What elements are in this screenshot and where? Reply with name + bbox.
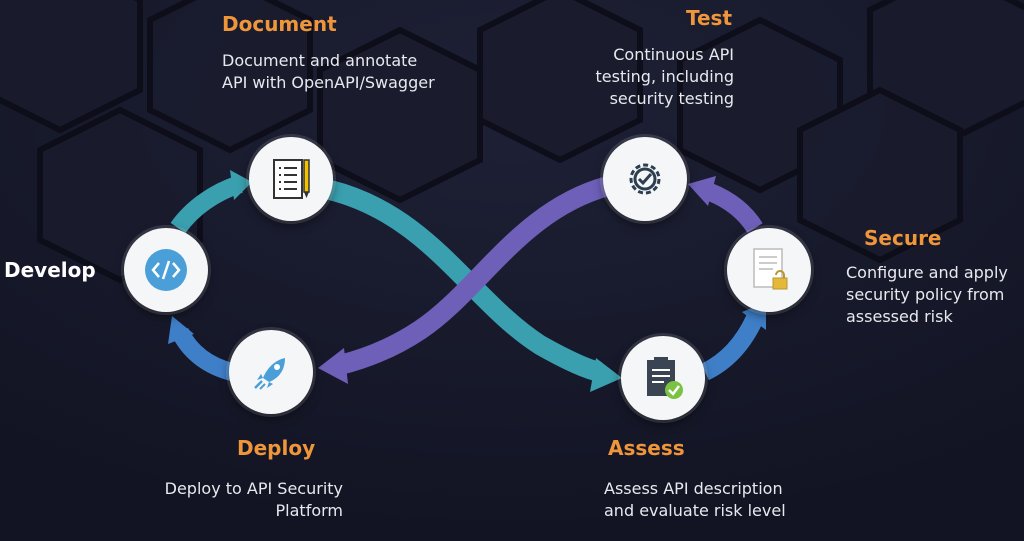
test-title: Test [686,6,733,30]
test-desc: Continuous API testing, including securi… [595,44,734,110]
deploy-title: Deploy [237,436,316,460]
deploy-desc-line: Deploy to API Security [164,479,343,498]
test-desc-line: security testing [609,89,734,108]
arrowhead-test [688,176,716,206]
develop-node [124,228,208,312]
test-node [603,137,687,221]
document-node [249,137,333,221]
document-checklist-icon [273,159,310,199]
develop-title: Develop [4,258,96,282]
secure-desc: Configure and apply security policy from… [846,262,1008,328]
assess-desc: Assess API description and evaluate risk… [604,478,786,522]
document-title: Document [222,12,337,36]
deploy-node [229,330,313,414]
arrow-develop-to-document [170,175,243,234]
assess-node [621,336,705,420]
clipboard-check-icon [647,357,683,399]
arrowhead-develop [168,316,194,344]
secure-desc-line: security policy from [846,285,1005,304]
document-desc: Document and annotate API with OpenAPI/S… [222,50,435,94]
assess-desc-line: Assess API description [604,479,783,498]
test-desc-line: Continuous API [613,45,734,64]
document-desc-line: Document and annotate [222,51,418,70]
secure-desc-line: Configure and apply [846,263,1008,282]
arrow-deploy-to-develop [171,327,235,381]
arrowhead-deploy [318,348,348,384]
arrow-document-to-assess [327,180,603,382]
policy-lock-icon [753,248,788,290]
secure-node [727,228,811,312]
assess-title: Assess [608,436,685,460]
gear-check-icon [629,163,661,195]
arrow-assess-to-secure [700,314,764,381]
arrowhead-document [230,170,252,200]
deploy-desc: Deploy to API Security Platform [165,478,343,522]
rocket-icon [254,358,285,390]
secure-title: Secure [864,226,942,250]
assess-desc-line: and evaluate risk level [604,501,786,520]
secure-desc-line: assessed risk [846,307,953,326]
code-icon [145,249,187,291]
document-desc-line: API with OpenAPI/Swagger [222,73,435,92]
arrowhead-assess [590,358,622,392]
arrow-secure-to-test [706,183,763,234]
test-desc-line: testing, including [595,67,734,86]
deploy-desc-line: Platform [275,501,343,520]
arrow-test-to-deploy [337,176,611,375]
